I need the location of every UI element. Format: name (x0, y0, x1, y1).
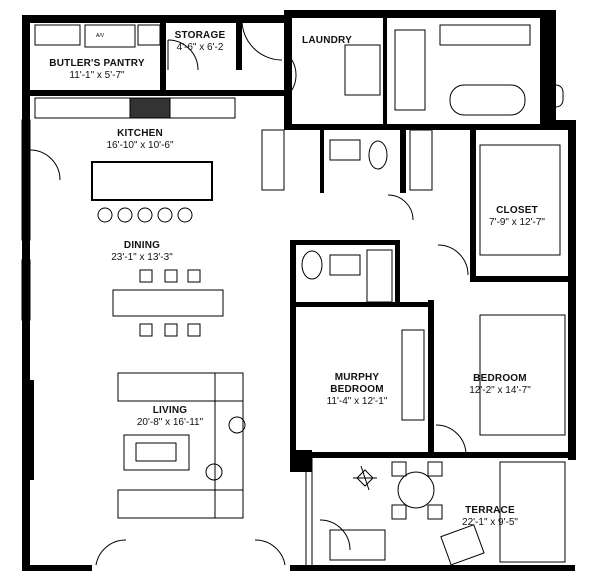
room-name: LIVING (152, 405, 188, 416)
room-dims: 23'-1" x 13'-3" (111, 252, 173, 263)
room-dims: 11'-1" x 5'-7" (69, 70, 125, 81)
room-dims: 12'-2" x 14'-7" (469, 385, 531, 396)
room-name: MURPHY BEDROOM (330, 372, 384, 395)
doors (29, 19, 469, 566)
room-label-laundry: LAUNDRY (302, 35, 352, 47)
room-name: CLOSET (496, 205, 538, 216)
room-dims: 7'-9" x 12'-7" (489, 217, 545, 228)
room-name: DINING (123, 240, 161, 251)
room-name: BUTLER'S PANTRY (49, 58, 145, 69)
furniture (34, 24, 566, 566)
room-dims: 22'-1" x 9'-5" (462, 517, 518, 528)
walls (22, 10, 576, 571)
room-name: TERRACE (465, 505, 515, 516)
room-dims: 4'-6" x 6'-2 (176, 42, 224, 53)
room-dims: 20'-8" x 16'-11" (136, 417, 204, 428)
room-name: BEDROOM (473, 373, 527, 384)
room-name: STORAGE (174, 30, 226, 41)
room-name: LAUNDRY (302, 35, 352, 46)
av-label: A/V (96, 33, 105, 39)
room-dims: 11'-4" x 12'-1" (326, 396, 388, 407)
room-name: KITCHEN (117, 128, 163, 139)
windows (21, 119, 313, 567)
room-dims: 16'-10" x 10'-6" (106, 140, 174, 151)
